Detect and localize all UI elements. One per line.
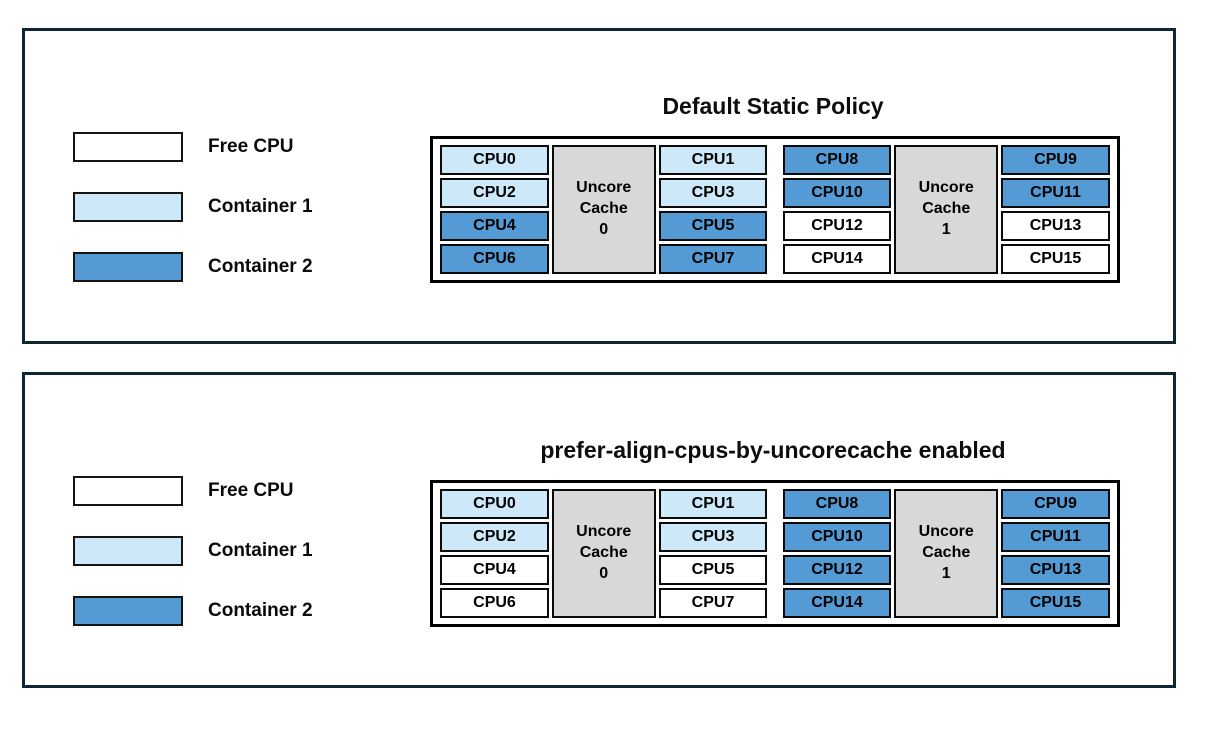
panel-title-prefer-align-cpus-by-uncorecache: prefer-align-cpus-by-uncorecache enabled xyxy=(540,437,1006,464)
cpu-cell-cpu7: CPU7 xyxy=(658,588,768,618)
legend-item-free-cpu: Free CPU xyxy=(73,476,313,506)
panel-default-static-policy: Free CPU Container 1 Container 2 Default… xyxy=(22,28,1176,344)
uncore-cache-label-line: 1 xyxy=(941,220,951,238)
cpu-cell-cpu14: CPU14 xyxy=(782,588,892,618)
cpu-cell-cpu2: CPU2 xyxy=(440,178,549,208)
legend-item-container-2: Container 2 xyxy=(73,596,313,626)
cpu-cell-cpu3: CPU3 xyxy=(658,178,768,208)
cpu-cell-cpu5: CPU5 xyxy=(658,211,768,241)
cpu-cell-cpu8: CPU8 xyxy=(782,145,892,175)
cpu-cell-cpu12: CPU12 xyxy=(782,555,892,585)
legend-item-container-2: Container 2 xyxy=(73,252,313,282)
cpu-cell-cpu2: CPU2 xyxy=(440,522,549,552)
uncore-cache-label-line: 0 xyxy=(599,220,609,238)
cpu-cell-cpu15: CPU15 xyxy=(1001,244,1110,274)
cpu-cell-cpu15: CPU15 xyxy=(1001,588,1110,618)
legend-label-container-2: Container 2 xyxy=(208,256,313,277)
cpu-cell-cpu1: CPU1 xyxy=(658,489,768,519)
cpu-cell-cpu7: CPU7 xyxy=(658,244,768,274)
cpu-cell-cpu6: CPU6 xyxy=(440,244,549,274)
cpu-cell-cpu1: CPU1 xyxy=(658,145,768,175)
uncore-cache-label-line: Cache xyxy=(579,200,628,218)
legend-swatch-container-1 xyxy=(73,536,183,566)
legend-swatch-free-cpu xyxy=(73,476,183,506)
cpu-cell-cpu10: CPU10 xyxy=(782,178,892,208)
legend-item-free-cpu: Free CPU xyxy=(73,132,313,162)
uncore-cache-label-line: 0 xyxy=(599,564,609,582)
cpu-cell-cpu4: CPU4 xyxy=(440,211,549,241)
cpu-cell-cpu8: CPU8 xyxy=(782,489,892,519)
uncore-cache-label-line: Uncore xyxy=(918,523,974,541)
cpu-cell-cpu0: CPU0 xyxy=(440,145,549,175)
uncore-cache-label-line: Uncore xyxy=(918,179,974,197)
legend-label-free-cpu: Free CPU xyxy=(208,136,294,157)
legend-swatch-container-2 xyxy=(73,596,183,626)
cpu-cell-cpu13: CPU13 xyxy=(1001,211,1110,241)
cpu-cell-cpu11: CPU11 xyxy=(1001,522,1110,552)
cpu-cell-cpu0: CPU0 xyxy=(440,489,549,519)
legend: Free CPU Container 1 Container 2 xyxy=(73,476,313,626)
uncore-cache-label-line: Cache xyxy=(922,200,971,218)
cpu-cell-cpu5: CPU5 xyxy=(658,555,768,585)
legend-label-free-cpu: Free CPU xyxy=(208,480,294,501)
cpu-cell-cpu13: CPU13 xyxy=(1001,555,1110,585)
legend-swatch-container-2 xyxy=(73,252,183,282)
uncore-cache-label-line: 1 xyxy=(941,564,951,582)
cpu-cell-cpu9: CPU9 xyxy=(1001,489,1110,519)
uncore-cache-label-line: Cache xyxy=(922,544,971,562)
panel-prefer-align-cpus-by-uncorecache: Free CPU Container 1 Container 2 prefer-… xyxy=(22,372,1176,688)
cpu-cell-cpu11: CPU11 xyxy=(1001,178,1110,208)
uncore-cache-label-line: Uncore xyxy=(576,179,632,197)
legend-item-container-1: Container 1 xyxy=(73,192,313,222)
uncore-cache-label-line: Uncore xyxy=(576,523,632,541)
legend: Free CPU Container 1 Container 2 xyxy=(73,132,313,282)
cpu-cell-cpu3: CPU3 xyxy=(658,522,768,552)
cpu-cell-cpu6: CPU6 xyxy=(440,588,549,618)
legend-item-container-1: Container 1 xyxy=(73,536,313,566)
uncore-cache-label-line: Cache xyxy=(579,544,628,562)
cpu-cell-cpu9: CPU9 xyxy=(1001,145,1110,175)
panel-title-default-static-policy: Default Static Policy xyxy=(662,93,884,120)
legend-swatch-free-cpu xyxy=(73,132,183,162)
legend-label-container-2: Container 2 xyxy=(208,600,313,621)
cpu-cell-cpu4: CPU4 xyxy=(440,555,549,585)
legend-swatch-container-1 xyxy=(73,192,183,222)
legend-label-container-1: Container 1 xyxy=(208,540,313,561)
cpu-cell-cpu12: CPU12 xyxy=(782,211,892,241)
cpu-cell-cpu10: CPU10 xyxy=(782,522,892,552)
legend-label-container-1: Container 1 xyxy=(208,196,313,217)
cpu-cell-cpu14: CPU14 xyxy=(782,244,892,274)
